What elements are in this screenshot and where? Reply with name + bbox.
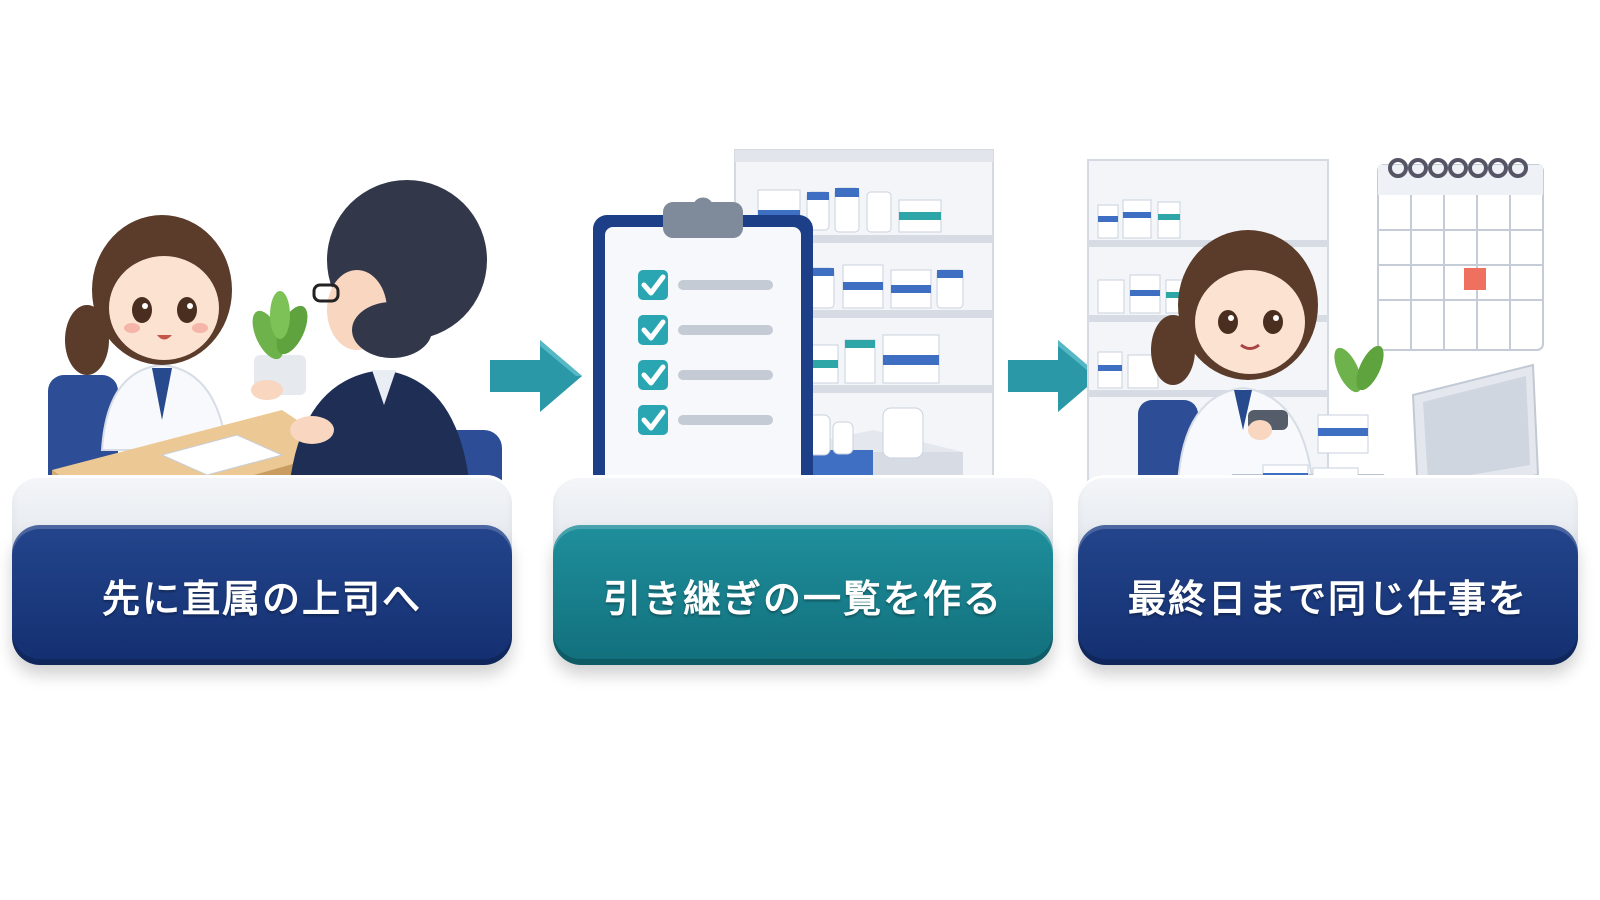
step-3-label: 最終日まで同じ仕事を: [1127, 576, 1528, 621]
pharmacist-desk-icon: [1078, 130, 1578, 570]
step-2: 引き継ぎの一覧を作る: [553, 130, 1053, 690]
calendar-icon: [1377, 158, 1544, 351]
checklist-scene-icon: [553, 130, 1053, 570]
checklist-clipboard-icon: [593, 197, 813, 495]
step-3-label-box: 最終日まで同じ仕事を: [1078, 525, 1578, 665]
step-3: 最終日まで同じ仕事を: [1078, 130, 1578, 690]
step-2-label-box: 引き継ぎの一覧を作る: [553, 525, 1053, 665]
arrow-right-icon: [490, 340, 590, 412]
step-1: 先に直属の上司へ: [12, 130, 512, 690]
step-1-label: 先に直属の上司へ: [101, 576, 422, 621]
consultation-scene-icon: [12, 130, 512, 570]
step-1-label-box: 先に直属の上司へ: [12, 525, 512, 665]
step-2-label: 引き継ぎの一覧を作る: [602, 576, 1003, 621]
